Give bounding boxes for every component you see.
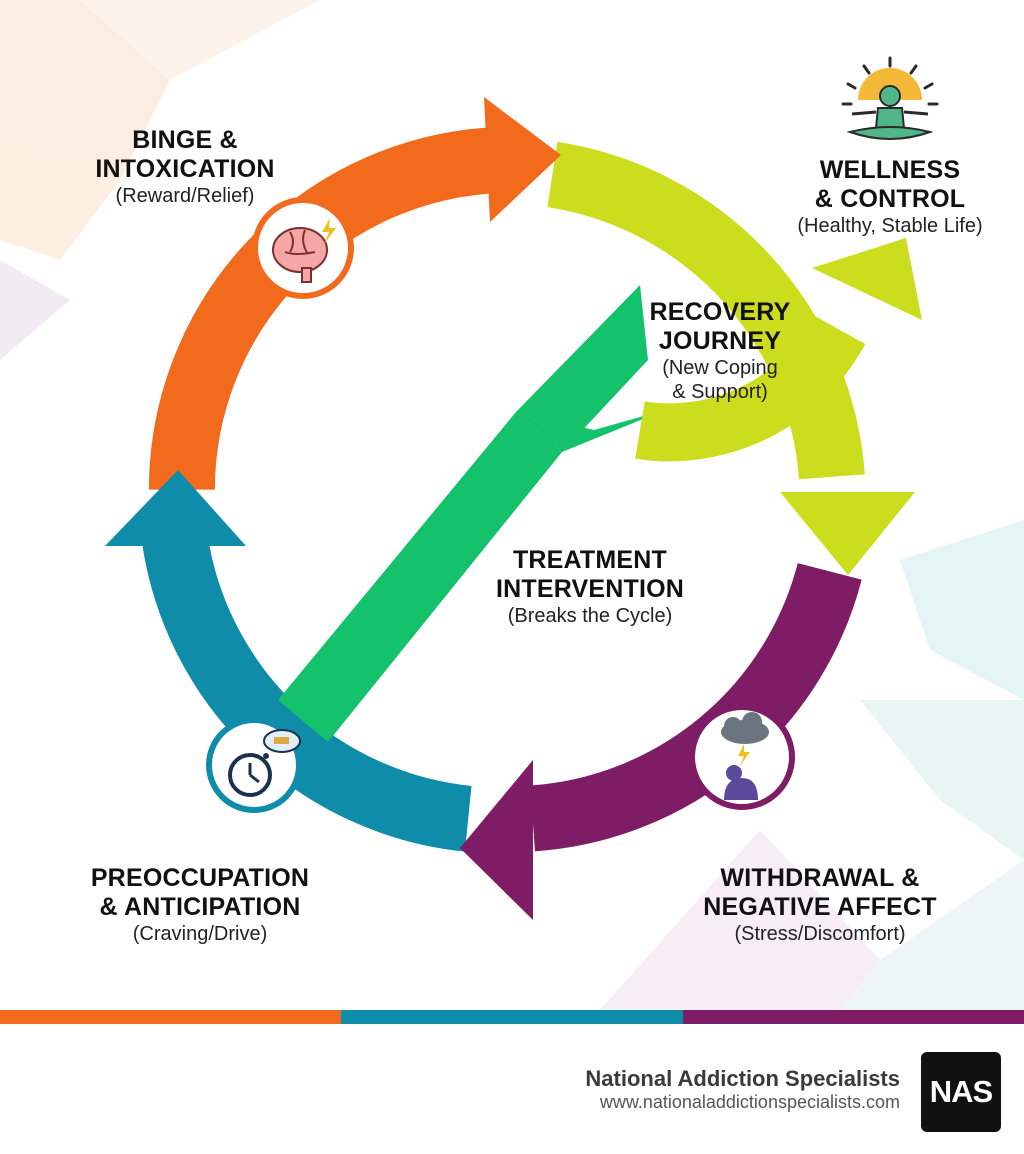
arrowhead-preoccupation [105,470,246,546]
arrowhead-recovery-wellness [812,238,922,320]
preoccupation-title-line1: PREOCCUPATION [90,864,310,892]
binge-title-line1: BINGE & [132,126,238,154]
stripe-purple [682,1010,1024,1024]
arc-binge [148,127,502,490]
recovery-title-line2: JOURNEY [658,327,782,355]
stripe-orange [0,1010,342,1024]
recovery-title-line1: RECOVERY [649,298,791,326]
arc-recovery [547,141,865,480]
treatment-bar [278,412,562,742]
arrowhead-binge [484,97,561,222]
label-treatment: TREATMENT INTERVENTION (Breaks the Cycle… [470,546,710,628]
background-facets [0,0,1024,1010]
wellness-title-line2: & CONTROL [814,185,966,213]
nas-logo: NAS [921,1052,1001,1132]
brand-url[interactable]: www.nationaladdictionspecialists.com [599,1092,900,1112]
color-stripe [0,1010,1024,1024]
recovery-branch [635,315,866,462]
recovery-subtitle-line1: (New Coping [662,357,778,379]
treatment-arm-up [516,285,648,452]
wellness-title-line1: WELLNESS [819,156,961,184]
withdrawal-title-line2: NEGATIVE AFFECT [703,893,937,921]
arrowhead-withdrawal [460,760,533,920]
badge-binge [252,197,354,299]
badge-preoccupation [206,717,302,813]
label-recovery: RECOVERY JOURNEY (New Coping & Support) [630,298,810,404]
brand-name: National Addiction Specialists [585,1066,900,1091]
addiction-cycle-diagram: BINGE & INTOXICATION (Reward/Relief) WEL… [0,0,1024,1010]
cycle-graphic [0,0,1024,1010]
withdrawal-title-line1: WITHDRAWAL & [720,864,920,892]
label-wellness: WELLNESS & CONTROL (Healthy, Stable Life… [770,156,1010,238]
clock-thought-icon [228,729,301,797]
withdrawal-subtitle: (Stress/Discomfort) [734,923,906,945]
treatment-title-line1: TREATMENT [512,546,668,574]
stripe-teal [341,1010,683,1024]
arrowhead-recovery-down [780,492,915,575]
treatment-title-line2: INTERVENTION [495,575,685,603]
brain-icon [272,218,336,283]
footer: National Addiction Specialists www.natio… [0,1024,1024,1154]
binge-subtitle: (Reward/Relief) [115,185,255,207]
badge-withdrawal [689,704,795,810]
label-preoccupation: PREOCCUPATION & ANTICIPATION (Craving/Dr… [70,864,330,946]
wellness-subtitle: (Healthy, Stable Life) [797,215,983,237]
preoccupation-subtitle: (Craving/Drive) [132,923,268,945]
treatment-subtitle: (Breaks the Cycle) [507,605,673,627]
preoccupation-title-line2: & ANTICIPATION [99,893,301,921]
meditation-sun-icon [841,56,939,140]
label-withdrawal: WITHDRAWAL & NEGATIVE AFFECT (Stress/Dis… [685,864,955,946]
recovery-subtitle-line2: & Support) [672,381,768,403]
binge-title-line2: INTOXICATION [95,155,275,183]
storm-cloud-person-icon [721,712,769,800]
label-binge: BINGE & INTOXICATION (Reward/Relief) [75,126,295,208]
treatment-arm-right [516,410,665,452]
